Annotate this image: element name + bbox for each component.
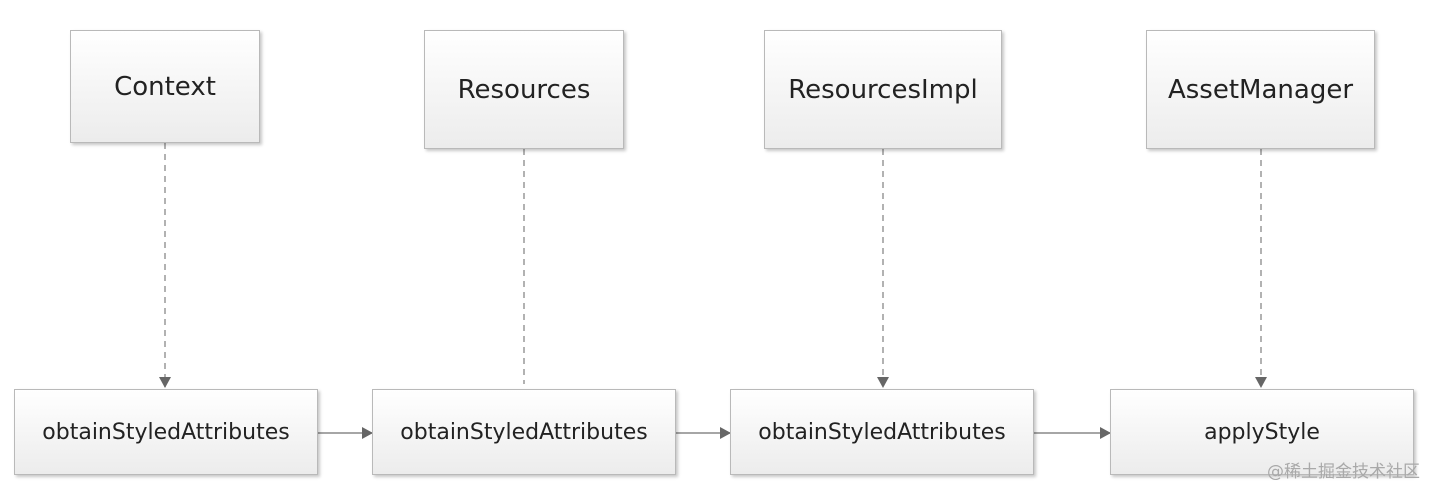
class-box-context: Context: [70, 30, 260, 143]
class-box-resources-impl: ResourcesImpl: [764, 30, 1002, 149]
method-box-asset-manager: applyStyle: [1110, 389, 1414, 475]
watermark: @稀土掘金技术社区: [1267, 462, 1420, 482]
class-box-resources: Resources: [424, 30, 624, 149]
method-box-resources: obtainStyledAttributes: [372, 389, 676, 475]
method-box-context: obtainStyledAttributes: [14, 389, 318, 475]
class-box-asset-manager: AssetManager: [1146, 30, 1375, 149]
method-box-resources-impl: obtainStyledAttributes: [730, 389, 1034, 475]
